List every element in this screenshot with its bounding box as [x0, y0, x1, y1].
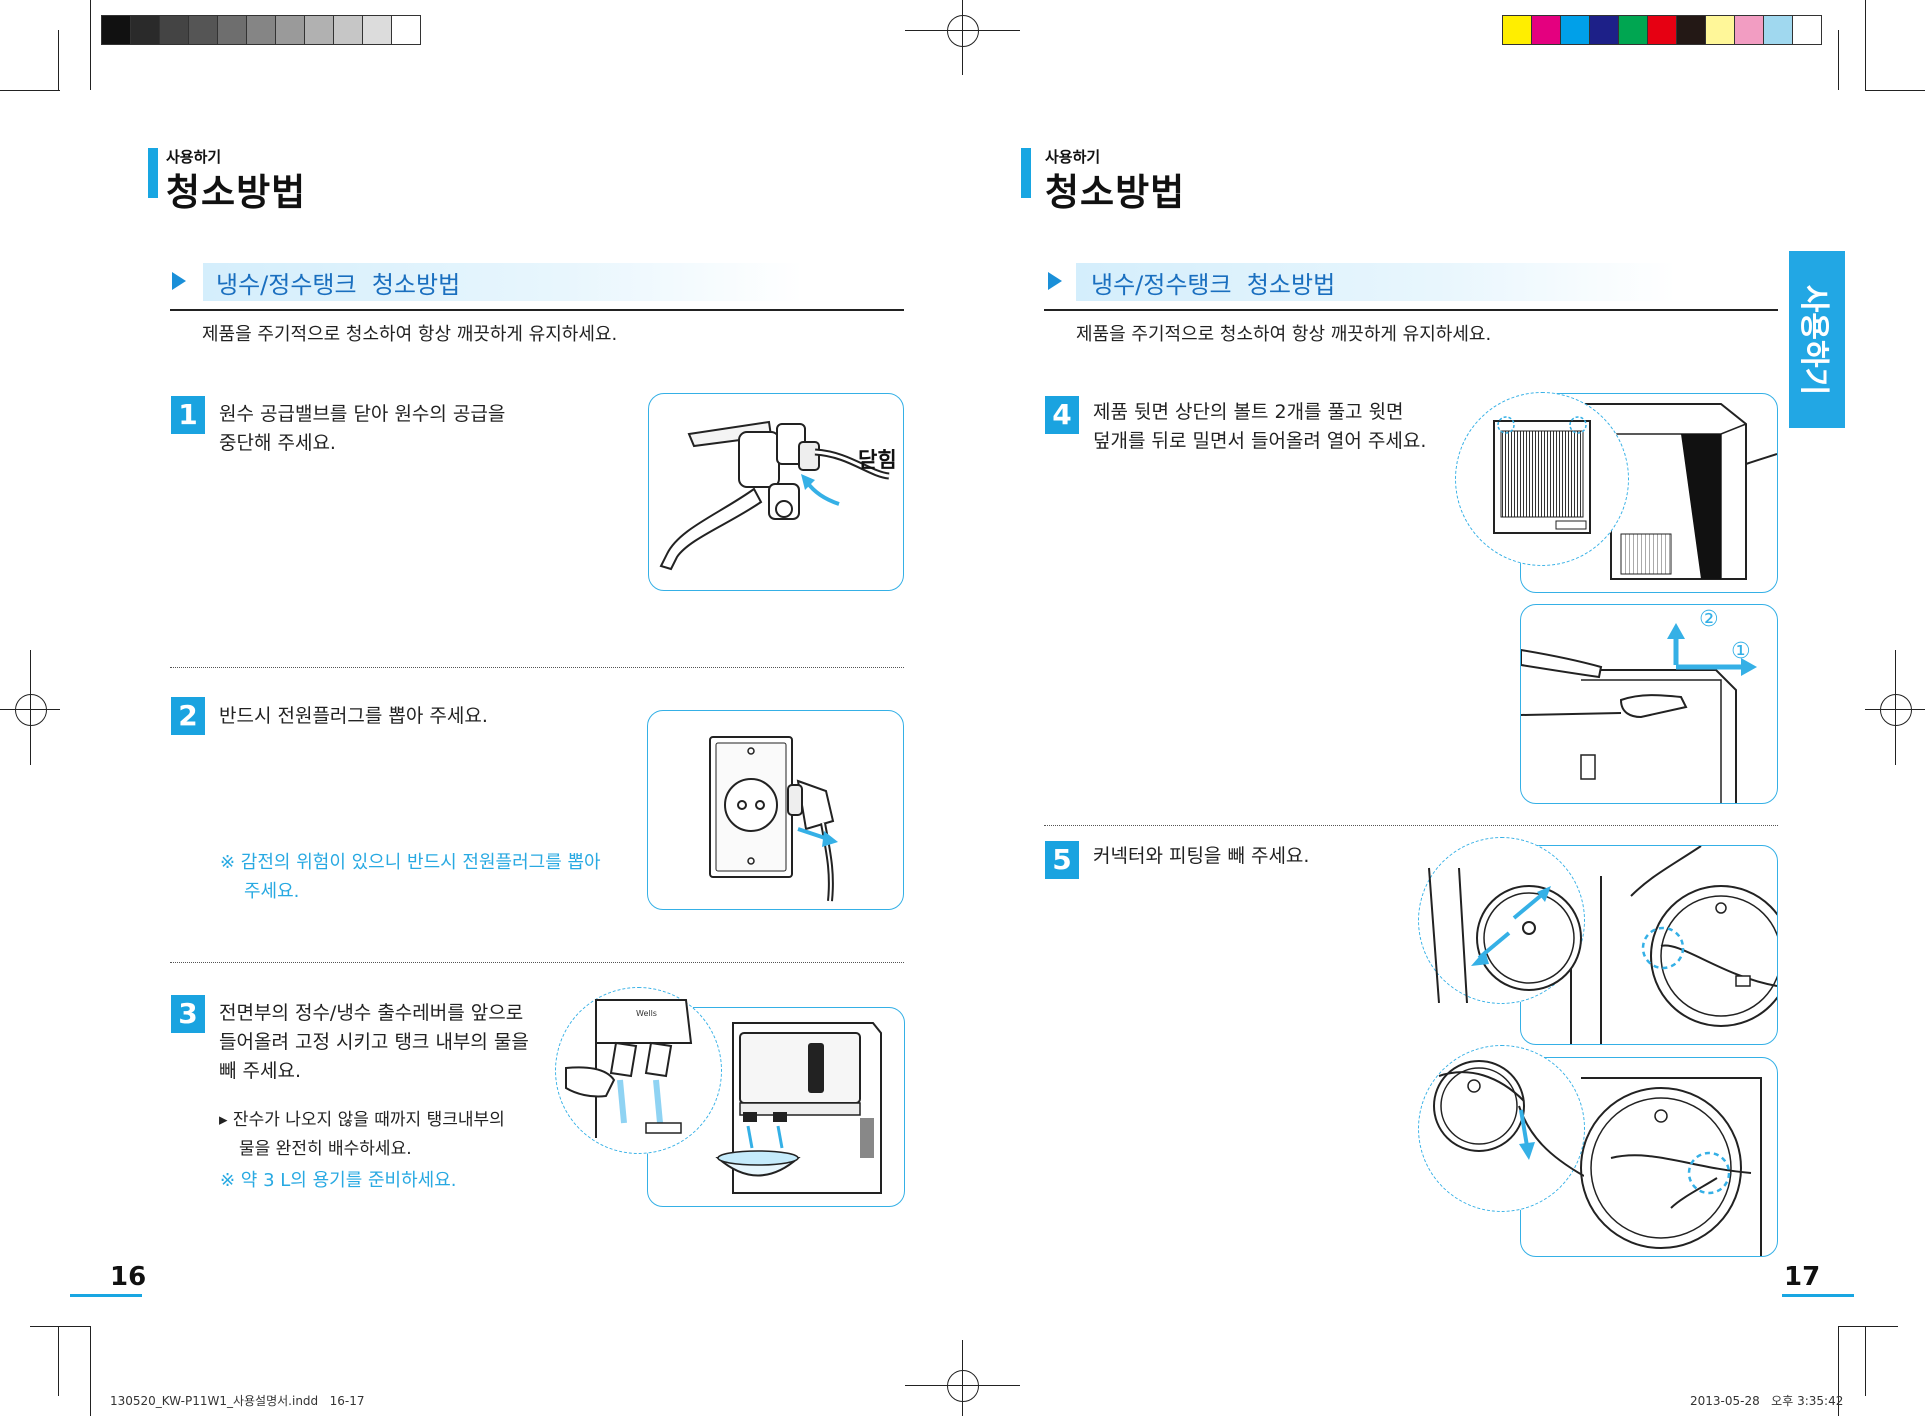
page-number-left: 16 — [110, 1262, 147, 1292]
gray-swatch-4 — [218, 16, 247, 44]
section-rule — [1044, 309, 1778, 311]
step-5-zoom-detail-2 — [1418, 1045, 1585, 1212]
step-1-badge: 1 — [171, 396, 205, 434]
step-3-zoom-detail: Wells — [555, 987, 722, 1154]
color-swatch-6 — [1677, 16, 1706, 44]
page-number-right: 17 — [1784, 1262, 1821, 1292]
color-swatch-2 — [1561, 16, 1590, 44]
chapter-side-tab: 사용하기 — [1789, 251, 1845, 428]
valve-faucet-icon — [659, 420, 890, 571]
water-purifier-drain-icon — [715, 1022, 882, 1194]
color-swatch-7 — [1706, 16, 1735, 44]
gray-swatch-1 — [131, 16, 160, 44]
step-2-badge: 2 — [171, 697, 205, 735]
gray-swatch-2 — [160, 16, 189, 44]
tank-fitting-icon — [1580, 1077, 1762, 1256]
gray-swatch-5 — [247, 16, 276, 44]
step-5-badge: 5 — [1045, 841, 1079, 879]
color-swatch-0 — [1503, 16, 1532, 44]
fitting-detail-icon — [1428, 867, 1582, 1003]
step-3-bullet: ▸ 잔수가 나오지 않을 때까지 탱크내부의 물을 완전히 배수하세요. — [219, 1110, 505, 1159]
lift-cover-icon — [1521, 623, 1757, 803]
step-1-illustration: 닫힘 — [648, 393, 904, 591]
gray-swatch-0 — [102, 16, 131, 44]
section-band — [1076, 263, 1676, 301]
page-number-underline — [70, 1294, 142, 1297]
footer-file-slug: 130520_KW-P11W1_사용설명서.indd 16-17 — [110, 1394, 365, 1408]
gray-swatch-3 — [189, 16, 218, 44]
intro-text: 제품을 주기적으로 청소하여 항상 깨끗하게 유지하세요. — [1076, 324, 1492, 345]
step-3-badge: 3 — [171, 995, 205, 1033]
step-4-text: 제품 뒷면 상단의 볼트 2개를 풀고 윗면 덮개를 뒤로 밀면서 들어올려 열… — [1093, 401, 1427, 452]
step-mark-2: ② — [1699, 607, 1719, 632]
gray-swatch-9 — [363, 16, 392, 44]
page-title: 청소방법 — [166, 171, 307, 214]
color-swatch-1 — [1532, 16, 1561, 44]
gray-swatch-8 — [334, 16, 363, 44]
gray-swatch-10 — [392, 16, 420, 44]
step-divider — [170, 667, 904, 668]
tank-connector-icon — [1570, 846, 1777, 1044]
footer-date-slug: 2013-05-28 오후 3:35:42 — [1690, 1394, 1844, 1408]
header-accent-bar — [148, 148, 158, 198]
header-subtitle: 사용하기 — [166, 148, 222, 166]
page-title: 청소방법 — [1045, 171, 1186, 214]
page-number-underline — [1782, 1294, 1854, 1297]
step-mark-1: ① — [1731, 639, 1751, 664]
header-subtitle: 사용하기 — [1045, 148, 1101, 166]
color-swatch-8 — [1735, 16, 1764, 44]
step-5-zoom-detail-1 — [1418, 837, 1585, 1004]
step-divider — [1044, 825, 1778, 826]
gray-swatch-6 — [276, 16, 305, 44]
color-swatch-3 — [1590, 16, 1619, 44]
color-swatch-9 — [1764, 16, 1793, 44]
hose-detail-icon — [1433, 1060, 1584, 1177]
step-4-illustration-lift: ② ① — [1520, 604, 1778, 804]
step-3-illustration — [647, 1007, 905, 1207]
step-1-text: 원수 공급밸브를 닫아 원수의 공급을 중단해 주세요. — [219, 403, 506, 454]
step-5-text: 커넥터와 피팅을 빼 주세요. — [1093, 845, 1310, 867]
step-2-text: 반드시 전원플러그를 뽑아 주세요. — [219, 705, 488, 727]
color-swatch-10 — [1793, 16, 1821, 44]
step-2-illustration — [647, 710, 904, 910]
valve-closed-label: 닫힘 — [858, 448, 897, 472]
section-band — [203, 263, 803, 301]
color-swatch-4 — [1619, 16, 1648, 44]
section-title: 냉수/정수탱크 청소방법 — [216, 271, 461, 299]
lever-detail-icon: Wells — [565, 999, 693, 1138]
section-title: 냉수/정수탱크 청소방법 — [1091, 271, 1336, 299]
step-4-badge: 4 — [1045, 396, 1079, 434]
grayscale-color-bar — [101, 15, 421, 45]
step-3-text: 전면부의 정수/냉수 출수레버를 앞으로 들어올려 고정 시키고 탱크 내부의 … — [219, 1002, 529, 1082]
gray-swatch-7 — [305, 16, 334, 44]
process-color-bar — [1502, 15, 1822, 45]
header-accent-bar — [1021, 148, 1031, 198]
color-swatch-5 — [1648, 16, 1677, 44]
wall-outlet-plug-icon — [709, 736, 838, 902]
step-2-warning: ※ 감전의 위험이 있으니 반드시 전원플러그를 뽑아 주세요. — [220, 852, 601, 902]
section-arrow-icon — [172, 272, 186, 290]
step-4-zoom-detail — [1455, 392, 1629, 566]
step-divider — [170, 962, 904, 963]
step-3-note: ※ 약 3 L의 용기를 준비하세요. — [220, 1170, 457, 1191]
section-arrow-icon — [1048, 272, 1062, 290]
rear-grille-icon — [1493, 416, 1591, 534]
brand-logo: Wells — [636, 1009, 657, 1018]
intro-text: 제품을 주기적으로 청소하여 항상 깨끗하게 유지하세요. — [202, 324, 618, 345]
section-rule — [170, 309, 904, 311]
